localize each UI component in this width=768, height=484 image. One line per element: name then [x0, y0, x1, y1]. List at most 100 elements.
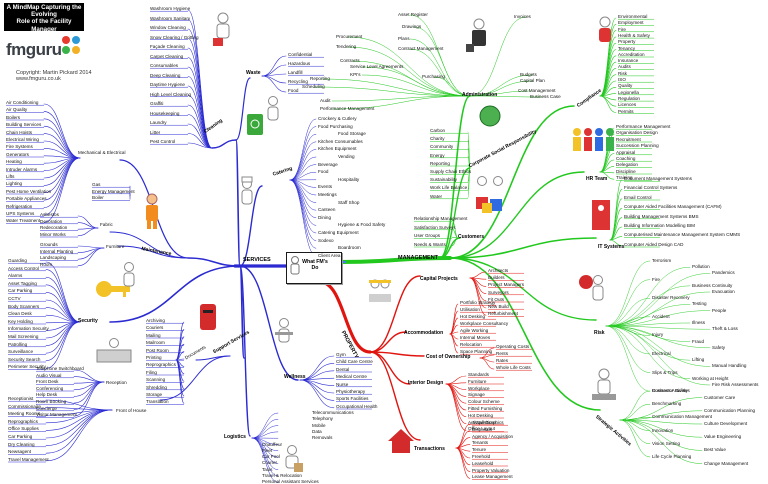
reception-item: Audio Visual — [36, 373, 61, 378]
reception-item-connector — [74, 377, 104, 382]
strategic-item: Culture Development — [704, 421, 747, 426]
risk-item: Injury — [652, 332, 663, 337]
risk-item-connector — [606, 326, 650, 373]
reception-label: Reception — [106, 380, 127, 385]
strategic-item-connector — [620, 391, 650, 420]
strategic-item: Customer Care — [704, 395, 735, 400]
security-item-connector — [46, 292, 80, 322]
risk-item: Electrical — [652, 351, 671, 356]
risk-item-connector — [606, 261, 650, 326]
accommodation-label: Accommodation — [404, 330, 443, 336]
catering-item: Boardroom — [338, 245, 361, 250]
cost-of-ownership-label: Cost of Ownership — [426, 354, 470, 360]
catering-item-connector — [290, 180, 316, 241]
mech-item: Lighting — [6, 181, 22, 186]
waste-item: Confidential — [288, 52, 312, 57]
document-item: Reprographics — [146, 362, 176, 367]
mech-item: Lifts — [6, 174, 14, 179]
administration-item: Plans — [398, 36, 410, 41]
security-item: Key Holding — [8, 319, 33, 324]
foh-item: Newsagent — [8, 449, 31, 454]
it-item: Financial Control Systems — [624, 185, 677, 190]
security-item: Clean Desk — [8, 311, 32, 316]
security-item: Body Scanners — [8, 304, 39, 309]
catering-item: Dining — [318, 215, 331, 220]
hr-item: Recruitment — [616, 137, 641, 142]
hr-item: Appraisal — [616, 150, 635, 155]
cleaning-item: Consumables — [150, 63, 178, 68]
header-title-line-1: A MindMap Capturing the Evolving — [4, 4, 84, 18]
waste-item-connector — [262, 76, 286, 83]
administration-item: Contract Management — [398, 46, 443, 51]
fabric-label: Fabric — [100, 222, 113, 227]
transaction-item: Tenure — [472, 447, 486, 452]
header-title-line-2: Role of the Facility Manager — [4, 18, 84, 32]
risk-item-connector — [606, 304, 690, 326]
compliance-item: Accreditation — [618, 52, 645, 57]
wellness-item: Sports Facilities — [336, 396, 368, 401]
csr-item: Supply Chain Ethics — [430, 169, 471, 174]
mech-item: Heating — [6, 159, 22, 164]
accommodation-item: Relocation — [460, 342, 482, 347]
compliance-item: Fire — [618, 27, 626, 32]
accommodation-item: Agile Working — [460, 328, 488, 333]
interior-item: Hot Desking — [468, 413, 493, 418]
admin-item-connector — [332, 96, 470, 101]
admin-figure-icon — [466, 18, 492, 54]
stop-sign-icon — [578, 272, 606, 304]
document-item: Scanning — [146, 377, 165, 382]
interior-item: Fitted Furnishing — [468, 406, 502, 411]
compliance-item: ISO — [618, 77, 626, 82]
logistics-item: Taxis — [262, 467, 272, 472]
mech-item-connector — [44, 141, 80, 158]
risk-item-connector — [606, 326, 690, 360]
mech-item: Building Services — [6, 122, 41, 127]
foh-item: Car Parking — [8, 434, 32, 439]
risk-item: Theft & Loss — [712, 326, 738, 331]
it-item: Document Management Systems — [624, 176, 692, 181]
furniture-item: Grounds — [40, 242, 58, 247]
compliance-item: Tenancy — [618, 46, 635, 51]
mech-item: Water Treatment — [6, 218, 40, 223]
risk-item: Fire — [652, 277, 660, 282]
catering-item: Client Area — [318, 253, 340, 258]
document-item: Shredding — [146, 385, 167, 390]
compliance-item: Quality — [618, 83, 632, 88]
customer-item: Relationship Management — [414, 216, 467, 221]
logistics-item: Telephony — [312, 416, 333, 421]
compliance-item: Regulation — [618, 96, 640, 101]
wellness-item: Nurse — [336, 382, 348, 387]
administration-item: Contracts — [340, 58, 360, 63]
fabric-item: Redecoration — [40, 225, 67, 230]
csr-item: Energy — [430, 153, 445, 158]
it-item: Email Control — [624, 195, 652, 200]
strategic-item: Communication Management — [652, 414, 712, 419]
catering-item: Kitchen Equipment — [318, 146, 357, 151]
furniture-label: Furniture — [106, 244, 124, 249]
logistics-branch-label: Logistics — [224, 434, 246, 440]
fabric-item: Minor Works — [40, 232, 66, 237]
risk-item: Business Continuity — [692, 283, 732, 288]
cleaning-item: Washroom Sanitary — [150, 16, 190, 21]
mech-item: Intruder Alarms — [6, 167, 37, 172]
administration-item: Invoices — [514, 14, 531, 19]
chef-figure-icon — [236, 176, 258, 210]
administration-item: Asset Register — [398, 12, 428, 17]
administration-branch-label: Administration — [462, 92, 497, 98]
cleaning-item-connector — [188, 58, 212, 149]
wellness-branch-label: Wellness — [284, 374, 306, 380]
catering-item: Catering Equipment — [318, 230, 359, 235]
compliance-figure-icon — [594, 16, 616, 50]
reception-item: Telephone Switchboard — [36, 366, 84, 371]
administration-item: KPI's — [350, 72, 361, 77]
mech-item: Boilers — [6, 115, 20, 120]
transactions-label: Transactions — [414, 446, 445, 452]
risk-item: Lifting — [692, 357, 704, 362]
compliance-item: Permits — [618, 109, 634, 114]
waste-item: Landfill — [288, 70, 303, 75]
transaction-item: Tenants — [472, 440, 488, 445]
accommodation-item: Internal Moves — [460, 335, 490, 340]
csr-item: Carbon — [430, 128, 445, 133]
furniture-item-connector — [78, 248, 104, 266]
it-item: Computer Aided Facilities Management (CA… — [624, 204, 722, 209]
